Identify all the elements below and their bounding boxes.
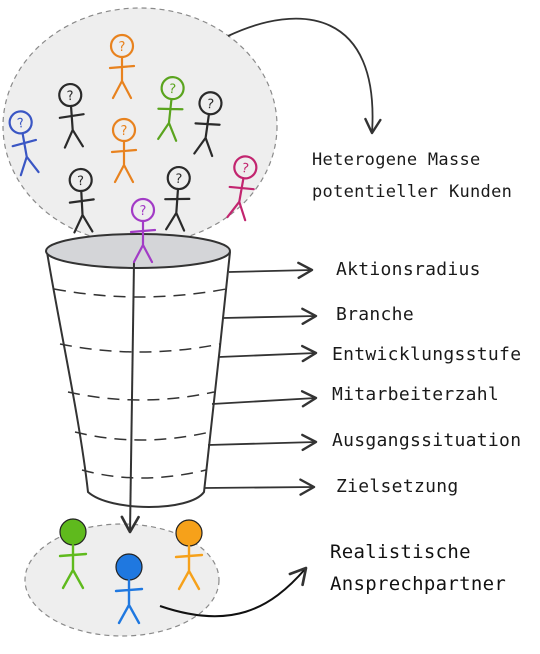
crowd-label: Heterogene Masse potentieller Kunden: [312, 144, 512, 208]
filter-arrow-ausgangssituation: [207, 433, 318, 452]
result-label-line2: Ansprechpartner: [330, 573, 507, 595]
person-icon: ?: [129, 197, 157, 264]
funnel-ring: [59, 343, 221, 353]
filter-label-entwicklungsstufe: Entwicklungsstufe: [332, 344, 522, 365]
funnel-ring: [81, 469, 207, 479]
funnel-body: [46, 251, 231, 508]
person-icon: ?: [108, 33, 136, 100]
funnel-flow-arrow: [120, 261, 140, 534]
filter-label-aktionsradius: Aktionsradius: [336, 259, 481, 280]
filter-arrow-entwicklungsstufe: [218, 344, 318, 363]
svg-text:?: ?: [121, 124, 128, 139]
crowd-label-line2: potentieller Kunden: [312, 182, 513, 202]
result-label-arrow: [159, 566, 308, 618]
person-icon: [174, 519, 204, 591]
crowd-label-line1: Heterogene Masse: [312, 150, 481, 170]
filter-arrow-mitarbeiterzahl: [211, 390, 318, 408]
svg-text:?: ?: [16, 116, 25, 132]
person-icon: [114, 553, 144, 625]
crowd-label-arrow: [227, 17, 382, 135]
svg-text:?: ?: [240, 161, 249, 177]
funnel-ring: [67, 391, 215, 401]
svg-text:?: ?: [175, 172, 183, 187]
filter-label-zielsetzung: Zielsetzung: [336, 476, 459, 497]
filter-label-branche: Branche: [336, 304, 414, 325]
filter-arrow-aktionsradius: [228, 261, 314, 280]
svg-text:?: ?: [140, 204, 147, 219]
person-icon: ?: [8, 110, 40, 177]
person-icon: ?: [110, 117, 138, 184]
svg-text:?: ?: [206, 97, 215, 113]
funnel-top: [45, 233, 231, 269]
person-icon: [58, 518, 88, 590]
funnel-ring: [53, 288, 227, 298]
result-label-line1: Realistische: [330, 541, 471, 563]
svg-text:?: ?: [119, 40, 126, 55]
person-icon: ?: [157, 76, 185, 142]
svg-text:?: ?: [77, 174, 85, 189]
filter-arrow-zielsetzung: [203, 478, 316, 496]
funnel-rings: [53, 288, 227, 479]
person-icon: ?: [226, 155, 258, 222]
svg-text:?: ?: [168, 82, 176, 98]
person-icon: ?: [68, 167, 95, 234]
filter-arrow-branche: [222, 307, 318, 325]
filter-arrows: [203, 261, 318, 496]
filter-label-mitarbeiterzahl: Mitarbeiterzahl: [332, 384, 500, 405]
result-label: Realistische Ansprechpartner: [330, 536, 506, 600]
person-icon: ?: [58, 82, 85, 149]
filter-label-ausgangssituation: Ausgangssituation: [332, 430, 522, 451]
person-icon: ?: [193, 91, 223, 158]
stick-figures: ??????????: [8, 33, 258, 625]
person-icon: ?: [164, 165, 191, 232]
svg-text:?: ?: [66, 89, 74, 104]
funnel-ring: [74, 431, 211, 441]
